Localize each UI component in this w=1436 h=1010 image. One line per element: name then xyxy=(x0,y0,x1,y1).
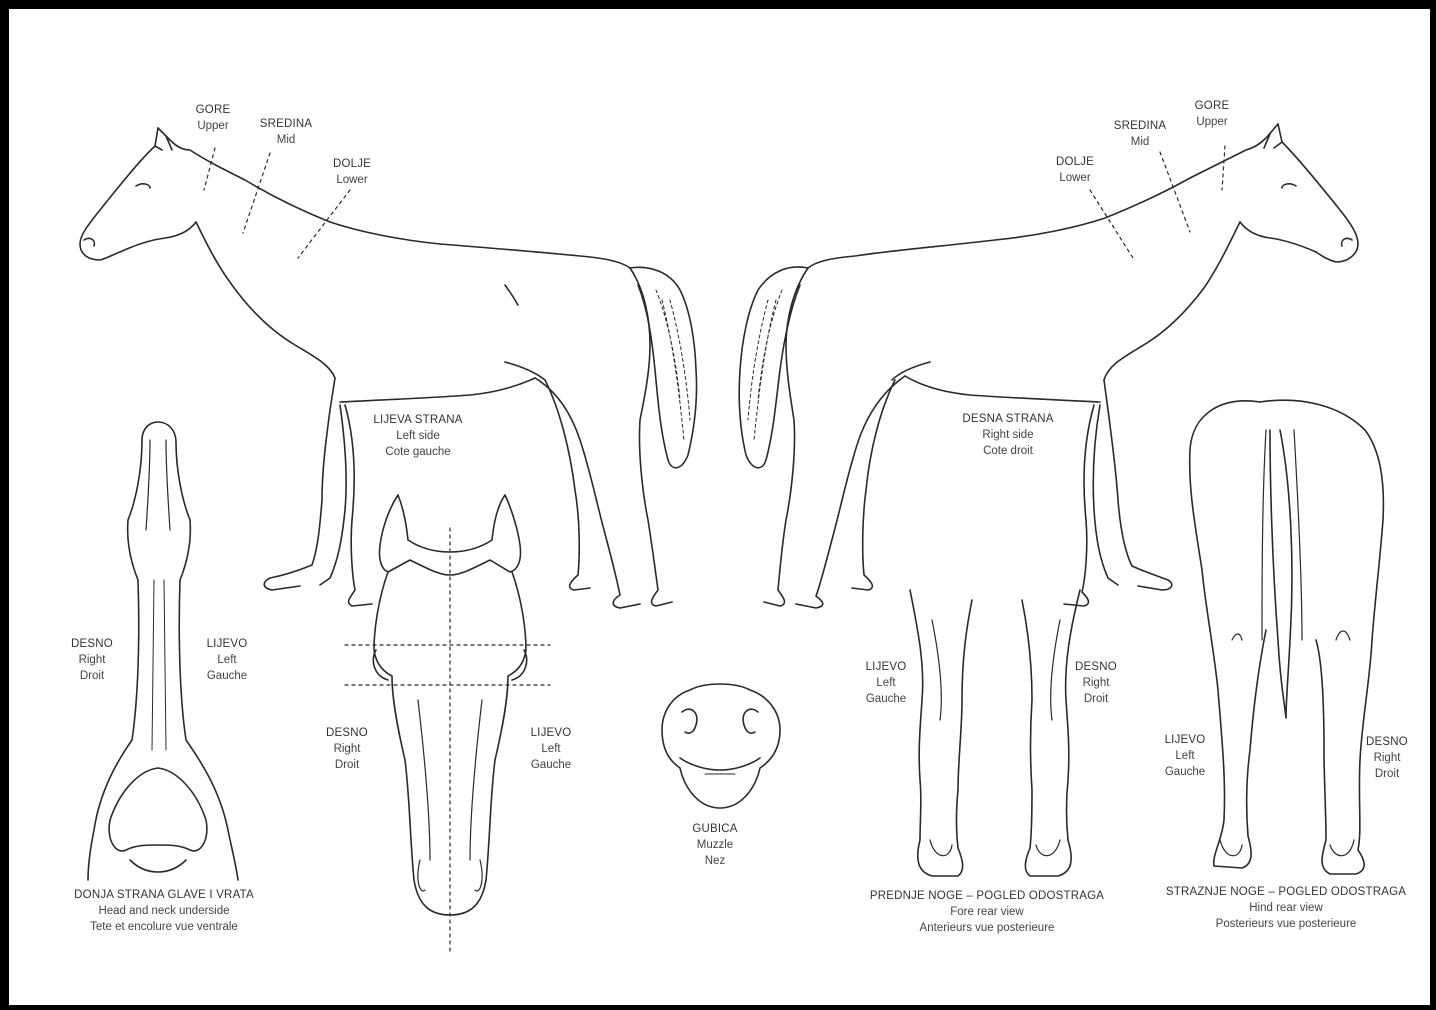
label-region-name: DESNO xyxy=(1366,734,1408,750)
label-english: Left xyxy=(531,741,572,757)
label-french: Anterieurs vue posterieure xyxy=(870,920,1104,936)
label-english: Right xyxy=(1366,750,1408,766)
label-english: Head and neck underside xyxy=(74,903,254,919)
label-region-name: DESNO xyxy=(71,636,113,652)
label-french: Droit xyxy=(1366,766,1408,782)
label-english: Mid xyxy=(1114,134,1167,150)
front-head-outline xyxy=(345,495,550,955)
label-french: Gauche xyxy=(531,757,572,773)
label-region-name: LIJEVO xyxy=(866,659,907,675)
label-region-name: DOLJE xyxy=(333,156,371,172)
label-french: Nez xyxy=(692,853,737,869)
label-region-name: LIJEVO xyxy=(531,725,572,741)
label-region-name: DESNO xyxy=(1075,659,1117,675)
muzzle-outline xyxy=(662,684,780,808)
label-french: Gauche xyxy=(866,691,907,707)
right-side-horse-outline xyxy=(739,124,1358,608)
label-english: Right xyxy=(71,652,113,668)
label-french: Cote gauche xyxy=(373,444,462,460)
label-region-name: GORE xyxy=(196,102,231,118)
label-french: Gauche xyxy=(207,668,248,684)
label-region-name: DESNA STRANA xyxy=(962,411,1053,427)
label-english: Upper xyxy=(196,118,231,134)
label-english: Muzzle xyxy=(692,837,737,853)
label-english: Right side xyxy=(962,427,1053,443)
label-region-name: LIJEVA STRANA xyxy=(373,412,462,428)
label-french: Posterieurs vue posterieure xyxy=(1166,916,1406,932)
label-region-name: LIJEVO xyxy=(207,636,248,652)
fore-legs-rear-view-outline xyxy=(910,590,1080,876)
label-english: Left side xyxy=(373,428,462,444)
label-english: Left xyxy=(207,652,248,668)
label-french: Droit xyxy=(326,757,368,773)
label-english: Right xyxy=(1075,675,1117,691)
label-english: Fore rear view xyxy=(870,904,1104,920)
label-region-name: STRAZNJE NOGE – POGLED ODOSTRAGA xyxy=(1166,884,1406,900)
label-region-name: DESNO xyxy=(326,725,368,741)
label-english: Left xyxy=(866,675,907,691)
label-english: Mid xyxy=(260,132,313,148)
label-region-name: GUBICA xyxy=(692,821,737,837)
label-french: Gauche xyxy=(1165,764,1206,780)
left-side-horse-outline xyxy=(80,128,697,608)
label-region-name: SREDINA xyxy=(260,116,313,132)
label-region-name: GORE xyxy=(1195,98,1230,114)
label-english: Hind rear view xyxy=(1166,900,1406,916)
label-region-name: PREDNJE NOGE – POGLED ODOSTRAGA xyxy=(870,888,1104,904)
label-english: Right xyxy=(326,741,368,757)
label-region-name: DOLJE xyxy=(1056,154,1094,170)
hind-legs-rear-view-outline xyxy=(1190,400,1384,874)
label-english: Lower xyxy=(333,172,371,188)
label-english: Left xyxy=(1165,748,1206,764)
label-french: Tete et encolure vue ventrale xyxy=(74,919,254,935)
label-english: Lower xyxy=(1056,170,1094,186)
label-english: Upper xyxy=(1195,114,1230,130)
label-region-name: DONJA STRANA GLAVE I VRATA xyxy=(74,887,254,903)
label-french: Droit xyxy=(1075,691,1117,707)
label-region-name: LIJEVO xyxy=(1165,732,1206,748)
label-region-name: SREDINA xyxy=(1114,118,1167,134)
label-french: Cote droit xyxy=(962,443,1053,459)
label-french: Droit xyxy=(71,668,113,684)
